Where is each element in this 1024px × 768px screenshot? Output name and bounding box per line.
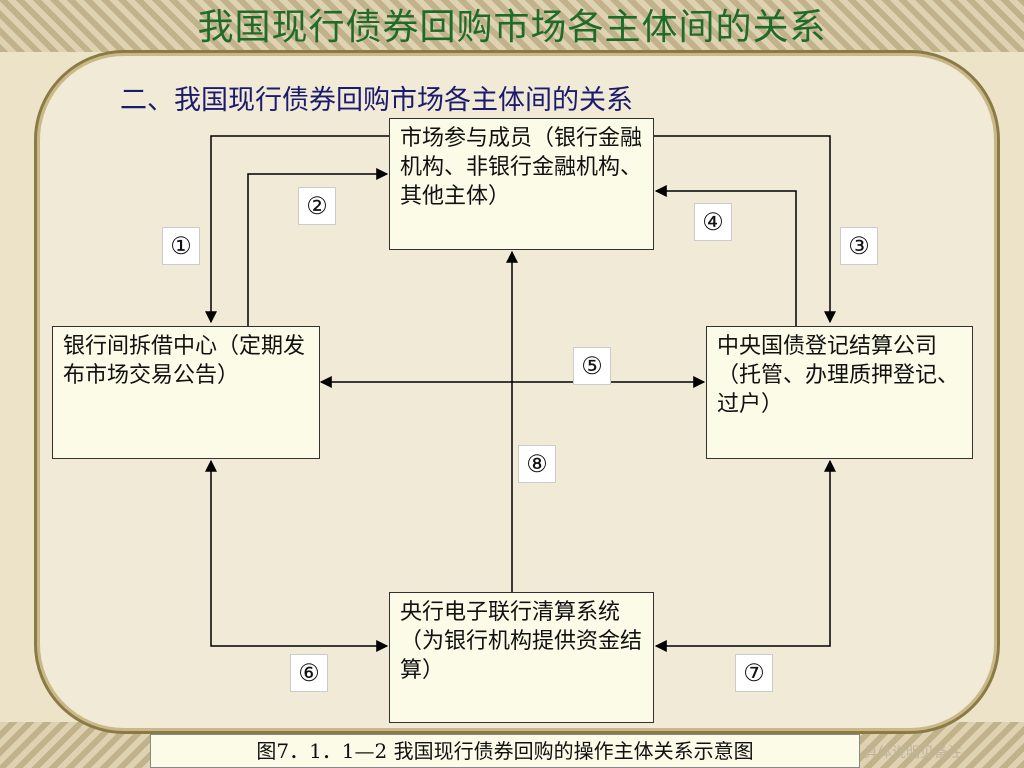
node-market-participants: 市场参与成员（银行金融机构、非银行金融机构、其他主体）: [389, 118, 654, 250]
edge-2: [247, 168, 389, 326]
node-central-depository-text: 中央国债登记结算公司（托管、办理质押登记、过户）: [717, 334, 960, 417]
edge-label-2: ②: [298, 187, 336, 225]
edge-label-3: ③: [840, 227, 878, 265]
edge-4: [654, 185, 797, 326]
node-cnaps: 央行电子联行清算系统（为银行机构提供资金结算）: [389, 592, 654, 723]
edge-label-4: ④: [694, 203, 732, 241]
node-interbank-center: 银行间拆借中心（定期发布市场交易公告）: [52, 326, 320, 459]
slide-title: 我国现行债券回购市场各主体间的关系: [197, 7, 827, 48]
edge-1: [205, 135, 389, 324]
edge-3: [654, 135, 836, 324]
node-market-participants-text: 市场参与成员（银行金融机构、非银行金融机构、其他主体）: [400, 126, 643, 209]
notes-hint: 具体说明见备注: [864, 745, 962, 761]
edge-label-7: ⑦: [735, 654, 773, 692]
node-cnaps-text: 央行电子联行清算系统（为银行机构提供资金结算）: [400, 600, 643, 683]
decorative-top-band: [0, 0, 1024, 52]
edge-label-8: ⑧: [518, 445, 556, 483]
section-heading: 二、我国现行债券回购市场各主体间的关系: [120, 85, 633, 116]
edge-6: [205, 459, 389, 652]
edge-label-6: ⑥: [290, 654, 328, 692]
node-central-depository: 中央国债登记结算公司（托管、办理质押登记、过户）: [706, 326, 973, 459]
edge-label-1: ①: [162, 227, 200, 265]
node-interbank-center-text: 银行间拆借中心（定期发布市场交易公告）: [63, 334, 306, 388]
figure-caption: 图7．1．1—2 我国现行债券回购的操作主体关系示意图: [150, 734, 860, 768]
edge-label-5: ⑤: [573, 347, 611, 385]
edge-7: [654, 459, 836, 652]
